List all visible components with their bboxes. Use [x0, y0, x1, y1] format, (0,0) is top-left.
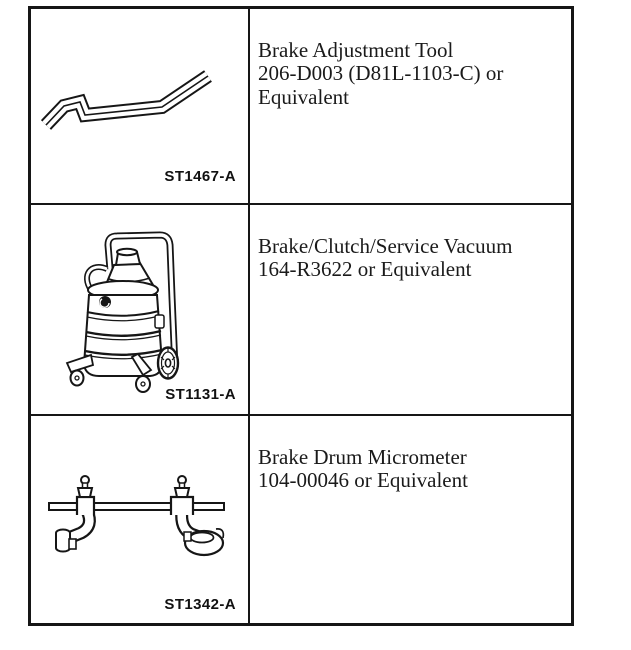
tool-id-label: ST1131-A [165, 386, 236, 403]
tool-id-label: ST1342-A [164, 596, 236, 613]
illustration-cell: ST1342-A [31, 416, 250, 623]
brake-drum-micrometer-illustration [48, 475, 225, 557]
tool-description: Brake Adjustment Tool 206-D003 (D81L-110… [258, 37, 504, 110]
illustration-cell: ST1131-A [31, 205, 250, 414]
table-row: ST1342-A Brake Drum Micrometer 104-00046… [31, 414, 571, 623]
brake-clutch-service-vacuum-illustration [65, 231, 180, 393]
description-cell: Brake/Clutch/Service Vacuum 164-R3622 or… [250, 205, 571, 414]
table-row: ST1131-A Brake/Clutch/Service Vacuum 164… [31, 203, 571, 414]
description-cell: Brake Adjustment Tool 206-D003 (D81L-110… [250, 9, 571, 203]
tool-id-label: ST1467-A [164, 168, 236, 185]
tool-description: Brake Drum Micrometer 104-00046 or Equiv… [258, 444, 468, 493]
description-cell: Brake Drum Micrometer 104-00046 or Equiv… [250, 416, 571, 623]
special-tools-table: ST1467-A Brake Adjustment Tool 206-D003 … [28, 6, 574, 626]
brake-adjustment-tool-illustration [40, 70, 212, 130]
tool-description: Brake/Clutch/Service Vacuum 164-R3622 or… [258, 233, 513, 282]
illustration-cell: ST1467-A [31, 9, 250, 203]
table-row: ST1467-A Brake Adjustment Tool 206-D003 … [31, 9, 571, 203]
